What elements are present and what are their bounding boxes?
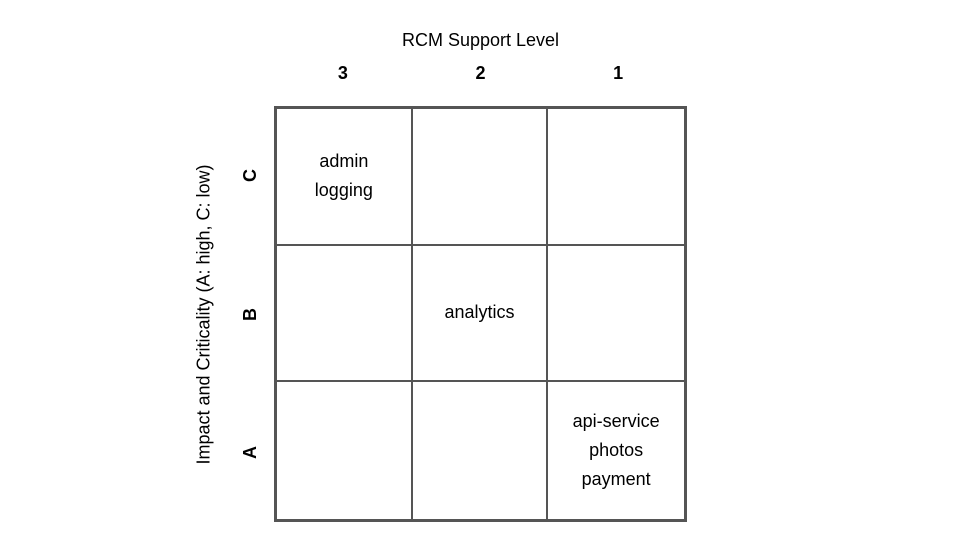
cell-B2: analytics <box>412 245 549 383</box>
y-axis-label: Impact and Criticality (A: high, C: low) <box>193 163 214 465</box>
figure-title: RCM Support Level <box>401 30 560 50</box>
cell-A3 <box>277 382 413 519</box>
cell-A2 <box>413 382 549 519</box>
cell-C3: admin logging <box>277 109 413 246</box>
column-headers: 3 2 1 <box>274 61 687 85</box>
row-headers: C B A <box>230 106 270 522</box>
column-header-1: 1 <box>613 63 624 83</box>
column-header-2: 2 <box>475 63 486 83</box>
cell-B3 <box>277 245 413 383</box>
cell-B1 <box>548 246 684 383</box>
row-header-C: C <box>239 168 260 182</box>
cell-C2 <box>412 109 549 246</box>
cell-A1: api-service photos payment <box>572 411 660 490</box>
matrix-grid: admin logging analytics api-service phot… <box>274 106 687 522</box>
column-header-3: 3 <box>337 63 348 83</box>
row-header-A: A <box>239 446 260 460</box>
row-header-B: B <box>239 307 260 321</box>
cell-C1 <box>548 109 684 246</box>
